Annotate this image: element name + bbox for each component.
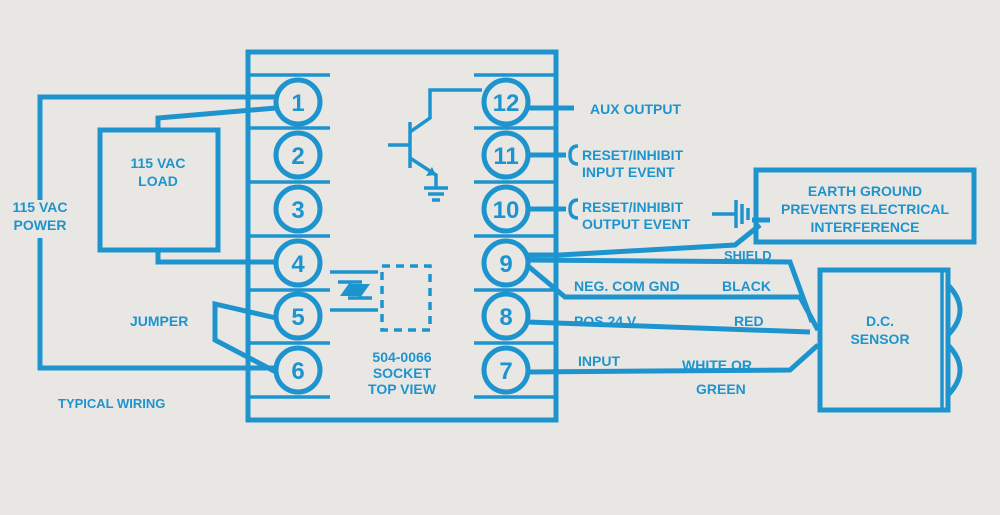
transistor-icon xyxy=(388,88,482,202)
terminal-9: 9 xyxy=(481,238,531,288)
white-or-label: WHITE OR xyxy=(682,357,752,373)
load-box xyxy=(97,127,221,253)
sensor: D.C. SENSOR xyxy=(817,267,963,413)
input-label: INPUT xyxy=(578,353,620,369)
terminal-10: 10 xyxy=(481,184,531,234)
right-wiring xyxy=(526,105,821,375)
terminal-8: 8 xyxy=(481,291,531,341)
terminal-6: 6 xyxy=(273,345,323,395)
load-label-line1: 115 VAC xyxy=(131,155,186,171)
terminal-12-number: 12 xyxy=(493,90,520,117)
terminal-7: 7 xyxy=(481,345,531,395)
terminal-3: 3 xyxy=(273,184,323,234)
terminal-3-number: 3 xyxy=(291,197,304,224)
terminal-2-number: 2 xyxy=(291,143,304,170)
typical-wiring-label: TYPICAL WIRING xyxy=(58,396,165,411)
left-terminal-strip xyxy=(248,73,330,399)
left-wiring xyxy=(37,94,278,375)
power-label-line2: POWER xyxy=(14,217,67,233)
pos-24v-label: POS 24 V xyxy=(574,313,637,329)
right-terminal-strip xyxy=(474,73,556,399)
terminal-5-number: 5 xyxy=(291,304,304,331)
neg-com-gnd-label: NEG. COM GND xyxy=(574,278,680,294)
jumper-label: JUMPER xyxy=(130,313,188,329)
shield-label: SHIELD xyxy=(724,248,772,263)
black-wire-label: BLACK xyxy=(722,278,771,294)
terminal-11-number: 11 xyxy=(493,143,518,170)
terminal-4-number: 4 xyxy=(291,251,305,278)
earth-ground-line1: EARTH GROUND xyxy=(808,183,922,199)
terminal-6-number: 6 xyxy=(291,358,304,385)
sensor-label-line2: SENSOR xyxy=(850,331,909,347)
green-label: GREEN xyxy=(696,381,746,397)
socket-type-label: SOCKET xyxy=(373,365,432,381)
optocoupler-icon xyxy=(330,264,432,332)
terminal-4: 4 xyxy=(273,238,323,288)
reset-output-line1: RESET/INHIBIT xyxy=(582,199,684,215)
earth-ground-box xyxy=(753,167,977,245)
earth-ground-line3: INTERFERENCE xyxy=(811,219,920,235)
input-bracket xyxy=(568,144,579,220)
terminal-2: 2 xyxy=(273,130,323,180)
terminal-10-number: 10 xyxy=(493,197,520,224)
terminal-8-number: 8 xyxy=(499,304,512,331)
terminal-5: 5 xyxy=(273,291,323,341)
earth-ground-icon xyxy=(712,200,750,228)
terminal-12: 12 xyxy=(481,77,531,127)
terminal-7-number: 7 xyxy=(499,358,512,385)
reset-input-line2: INPUT EVENT xyxy=(582,164,675,180)
sensor-label-line1: D.C. xyxy=(866,313,894,329)
terminal-11: 11 xyxy=(481,130,531,180)
socket-model-label: 504-0066 xyxy=(372,349,431,365)
reset-output-line2: OUTPUT EVENT xyxy=(582,216,691,232)
terminal-9-number: 9 xyxy=(499,251,512,278)
aux-output-label: AUX OUTPUT xyxy=(590,101,681,117)
terminal-1-number: 1 xyxy=(291,90,304,117)
power-label-line1: 115 VAC xyxy=(13,199,68,215)
socket-view-label: TOP VIEW xyxy=(368,381,437,397)
reset-input-line1: RESET/INHIBIT xyxy=(582,147,684,163)
earth-ground-line2: PREVENTS ELECTRICAL xyxy=(781,201,949,217)
red-wire-label: RED xyxy=(734,313,764,329)
load-label-line2: LOAD xyxy=(138,173,178,189)
terminal-1: 1 xyxy=(273,77,323,127)
